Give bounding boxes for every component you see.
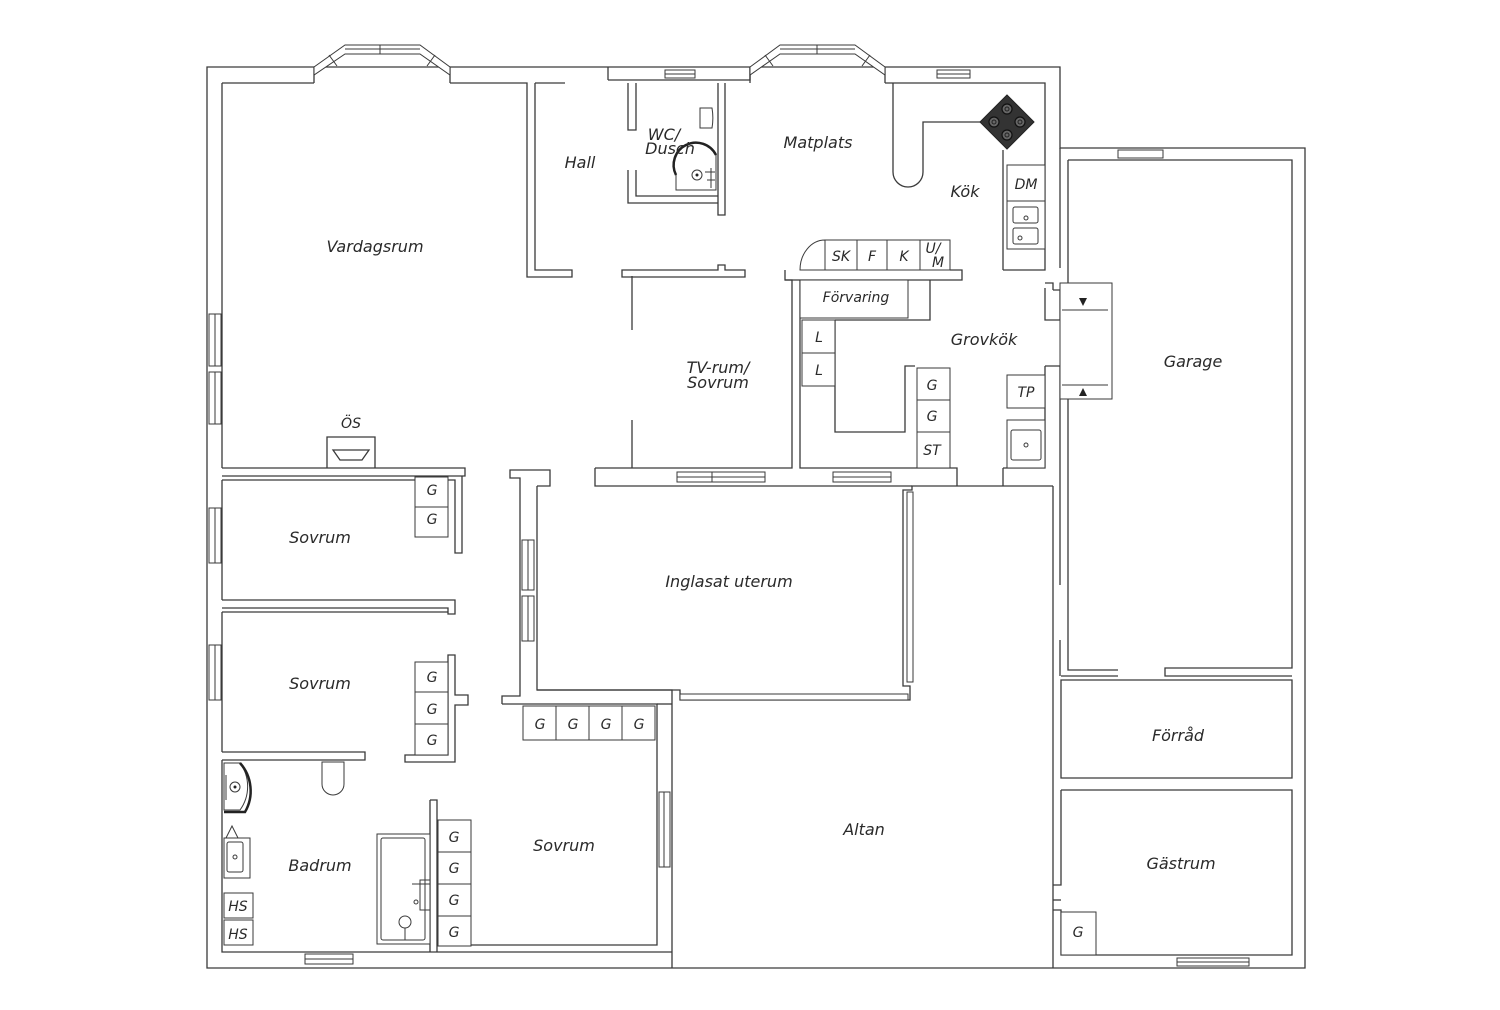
room-label-tvrum-1: TV-rum/ bbox=[687, 358, 751, 377]
room-label-badrum: Badrum bbox=[288, 856, 351, 875]
fixture-label-g-sovrum3-side-2: G bbox=[449, 861, 460, 877]
fixture-label-g-gastrum: G bbox=[1073, 925, 1084, 941]
room-label-wc-2: Dusch bbox=[645, 139, 695, 158]
bathroom-fixtures bbox=[223, 761, 431, 946]
fixture-label-g-sovrum2-1: G bbox=[427, 670, 438, 686]
stove-icon bbox=[979, 94, 1035, 150]
room-label-tvrum-2: Sovrum bbox=[687, 373, 749, 392]
interior-walls bbox=[222, 67, 1053, 968]
room-label-sovrum-2: Sovrum bbox=[289, 674, 351, 693]
room-labels: Vardagsrum Hall WC/ Dusch Matplats Kök T… bbox=[288, 125, 1222, 875]
fixture-label-g-sovrum3-side-3: G bbox=[449, 893, 460, 909]
fixture-label-f: F bbox=[868, 249, 877, 265]
fixture-label-g-sovrum3-top-3: G bbox=[601, 717, 612, 733]
room-label-sovrum-1: Sovrum bbox=[289, 528, 351, 547]
fixture-labels: ÖS SK F K U/ M DM Förvaring L L TP G G S… bbox=[228, 177, 1083, 943]
fixture-label-g-sovrum3-top-1: G bbox=[535, 717, 546, 733]
fixture-label-g-sovrum3-side-4: G bbox=[449, 925, 460, 941]
fixture-label-g-sovrum1-1: G bbox=[427, 483, 438, 499]
room-label-gastrum: Gästrum bbox=[1146, 854, 1215, 873]
outer-walls bbox=[206, 66, 1306, 969]
fixture-label-st: ST bbox=[923, 443, 942, 459]
fixture-label-hs-2: HS bbox=[228, 927, 248, 943]
fixture-label-g-sovrum1-2: G bbox=[427, 512, 438, 528]
fixture-label-g-sovrum3-side-1: G bbox=[449, 830, 460, 846]
fixture-label-tp: TP bbox=[1018, 385, 1036, 401]
fixture-label-hs-1: HS bbox=[228, 899, 248, 915]
room-label-wc-1: WC/ bbox=[648, 125, 682, 144]
fixture-label-dm: DM bbox=[1015, 177, 1038, 193]
room-label-inglasat-uterum: Inglasat uterum bbox=[665, 572, 792, 591]
wardrobes bbox=[414, 476, 1097, 956]
wc-fixtures bbox=[672, 107, 718, 191]
fixture-label-l-1: L bbox=[815, 330, 823, 346]
room-label-garage: Garage bbox=[1164, 352, 1223, 371]
fixture-label-um-2: M bbox=[932, 255, 944, 271]
kitchen-fixtures bbox=[799, 94, 1046, 469]
room-label-grovkok: Grovkök bbox=[951, 330, 1018, 349]
fixture-label-g-grovkok-1: G bbox=[927, 378, 938, 394]
kitchen-sink-icon bbox=[1006, 200, 1046, 250]
fixture-label-g-sovrum3-top-2: G bbox=[568, 717, 579, 733]
fixture-label-os: ÖS bbox=[341, 414, 361, 432]
fixture-label-g-grovkok-2: G bbox=[927, 409, 938, 425]
fixture-label-k: K bbox=[899, 249, 910, 265]
fixture-label-forvaring: Förvaring bbox=[823, 290, 890, 306]
windows bbox=[208, 44, 1250, 967]
fixture-label-l-2: L bbox=[815, 363, 823, 379]
fixture-label-g-sovrum3-top-4: G bbox=[634, 717, 645, 733]
room-label-sovrum-3: Sovrum bbox=[533, 836, 595, 855]
room-label-forrad: Förråd bbox=[1152, 726, 1205, 745]
room-label-altan: Altan bbox=[842, 820, 885, 839]
utility-sink-icon bbox=[1006, 419, 1046, 469]
room-label-hall: Hall bbox=[565, 153, 596, 172]
room-label-kok: Kök bbox=[951, 182, 981, 201]
fixture-label-g-sovrum2-3: G bbox=[427, 733, 438, 749]
fixture-label-g-sovrum2-2: G bbox=[427, 702, 438, 718]
room-label-vardagsrum: Vardagsrum bbox=[326, 237, 423, 256]
fixture-label-sk: SK bbox=[832, 249, 852, 265]
fixture-label-um-1: U/ bbox=[926, 241, 942, 257]
room-label-matplats: Matplats bbox=[784, 133, 853, 152]
